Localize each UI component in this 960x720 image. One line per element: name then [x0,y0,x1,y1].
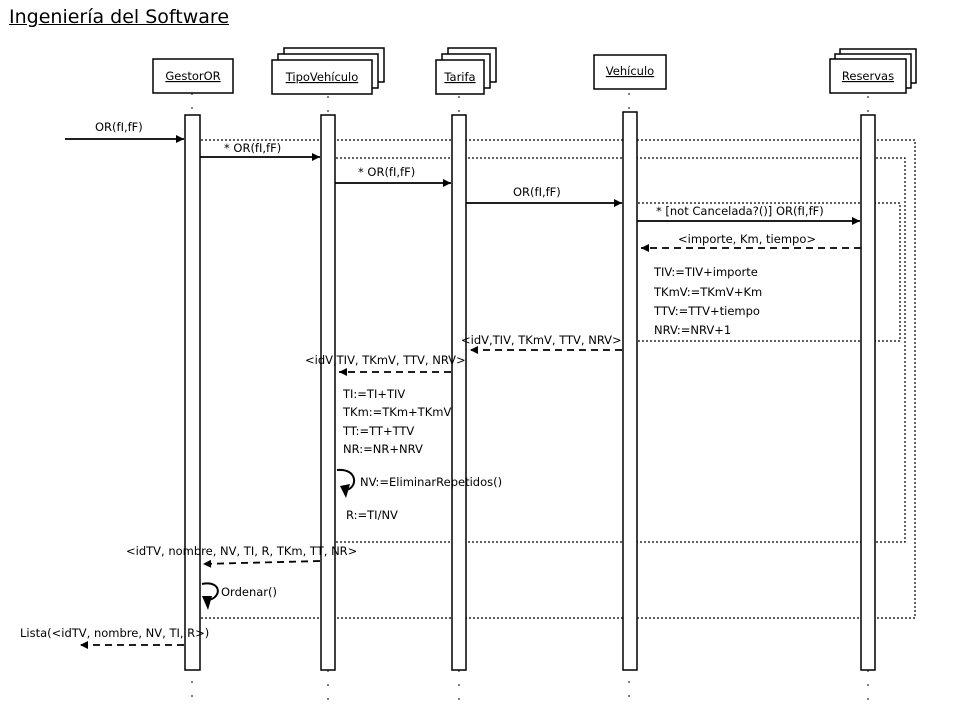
ret-label-gestor: Lista(<idTV, nombre, NV, TI, R>) [20,626,209,640]
object-reservas: Reservas [829,48,917,94]
object-tipo: TipoVehículo [271,47,385,95]
object-label-tipo: TipoVehículo [285,70,359,84]
activation-gestor [184,114,201,671]
ret-label-vehiculo: <idV,TIV, TKmV, TTV, NRV> [461,333,622,347]
ret-tipo [202,559,321,568]
msg-label-or-entry: OR(fI,fF) [95,120,143,134]
call-messages [65,135,860,225]
object-label-vehiculo: Vehículo [606,64,654,78]
tipo-operations: TI:=TI+TIV TKm:=TKm+TKmV TT:=TT+TTV NR:=… [221,387,502,599]
tipo-op-2: TKm:=TKm+TKmV [342,405,451,419]
object-label-tarifa: Tarifa [443,70,475,84]
msg-label-or-tipo: * OR(fI,fF) [224,141,281,155]
activation-tipo [320,114,336,671]
activation-tarifa [451,114,467,671]
object-vehiculo: Vehículo [593,54,667,90]
tipo-result: R:=TI/NV [346,508,398,522]
vehiculo-op-1: TIV:=TIV+importe [653,265,758,279]
msg-label-or-vehiculo: OR(fI,fF) [513,185,561,199]
self-call-eliminar [336,468,355,491]
activation-reservas [860,114,876,671]
self-calls [201,468,355,610]
ret-label-tipo: <idTV, nombre, NV, TI, R, TKm, TT, NR> [126,544,357,558]
page-title: Ingeniería del Software [9,6,230,28]
vehiculo-op-3: TTV:=TTV+tiempo [653,304,760,318]
object-gestor: GestorOR [152,58,234,94]
ret-label-reservas: <importe, Km, tiempo> [678,232,816,246]
tipo-op-3: TT:=TT+TTV [342,424,414,438]
msg-label-or-reservas: * [not Cancelada?()] OR(fI,fF) [656,204,824,218]
ret-label-tarifa: <idV,TIV, TKmV, TTV, NRV> [305,353,466,367]
vehiculo-op-4: NRV:=NRV+1 [654,323,731,337]
object-tarifa: Tarifa [435,47,497,95]
tipo-op-1: TI:=TI+TIV [342,387,405,401]
vehiculo-operations: TIV:=TIV+importe TKmV:=TKmV+Km TTV:=TTV+… [653,265,762,337]
object-label-reservas: Reservas [842,69,894,83]
activation-vehiculo [622,111,638,671]
tipo-op-4: NR:=NR+NRV [343,442,423,456]
vehiculo-op-2: TKmV:=TKmV+Km [653,285,762,299]
object-label-gestor: GestorOR [165,69,220,83]
message-labels: OR(fI,fF) * OR(fI,fF) * OR(fI,fF) OR(fI,… [20,120,824,640]
self-call-label-eliminar: NV:=EliminarRepetidos() [360,475,502,489]
self-call-label-ordenar: Ordenar() [221,585,277,599]
return-messages [80,244,861,649]
msg-label-or-tarifa: * OR(fI,fF) [358,165,415,179]
activations [184,111,876,671]
